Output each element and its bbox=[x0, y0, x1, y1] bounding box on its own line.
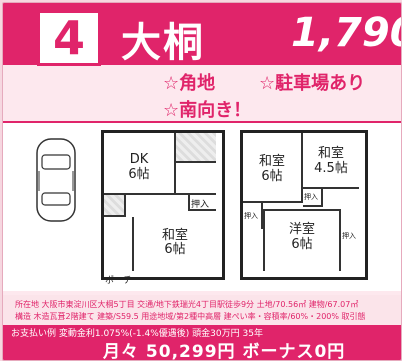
porch-label: ポーチ bbox=[105, 276, 133, 286]
washitsu-size: 6帖 bbox=[164, 242, 186, 257]
payment-monthly: 月々 50,299円 ボーナス0円 bbox=[103, 342, 346, 361]
room-washitsu: 和室 6帖 bbox=[132, 217, 216, 271]
lot-number: 4 bbox=[52, 11, 85, 65]
price: 1,790 bbox=[291, 10, 401, 56]
washroom bbox=[176, 163, 216, 195]
room2-label: 和室 bbox=[317, 146, 344, 161]
header-banner: 4 大桐 1,790 bbox=[3, 3, 401, 66]
room1-size: 6帖 bbox=[261, 169, 283, 184]
room3-size: 6帖 bbox=[291, 237, 313, 252]
room-dk: DK 6帖 bbox=[104, 133, 176, 195]
dk-size: 6帖 bbox=[128, 167, 150, 182]
storage-2f-a-label: 押入 bbox=[304, 193, 318, 201]
room2-size: 4.5帖 bbox=[314, 161, 348, 176]
divider bbox=[3, 121, 401, 123]
dk-label: DK bbox=[129, 152, 149, 167]
storage-2f-b-label: 押入 bbox=[244, 212, 258, 220]
storage-1f-label: 押入 bbox=[191, 200, 210, 210]
room-washitsu-6: 和室 6帖 bbox=[243, 133, 303, 203]
lot-number-badge: 4 bbox=[37, 10, 101, 66]
floor-plan: DK 6帖 押入 和室 6帖 ポーチ 和室 6帖 和室 4.5帖 bbox=[3, 123, 401, 291]
first-floor: DK 6帖 押入 和室 6帖 bbox=[101, 130, 225, 280]
room1-label: 和室 bbox=[258, 154, 285, 169]
payment-banner: お支払い例 変動金利1.075%(-1.4%優遇後) 頭金30万円 35年 月々… bbox=[3, 325, 401, 360]
area-name: 大桐 bbox=[121, 20, 205, 66]
storage-2f-c: 押入 bbox=[339, 209, 359, 271]
second-floor: 和室 6帖 和室 4.5帖 押入 押入 洋室 6帖 押入 bbox=[240, 130, 368, 280]
room3-label: 洋室 bbox=[288, 222, 315, 237]
stairs bbox=[104, 195, 126, 217]
washitsu-label: 和室 bbox=[161, 228, 188, 243]
feature-south-facing: ☆南向き！ bbox=[163, 100, 252, 121]
property-info-line2: 構造 木造瓦葺2階建て 建築/S59.5 用途地域/第2種中高層 建ぺい率・容積… bbox=[15, 312, 366, 321]
car-icon bbox=[36, 138, 76, 222]
property-info: 所在地 大阪市東淀川区大桐5丁目 交通/地下鉄瑞光4丁目駅徒歩9分 土地/70.… bbox=[3, 295, 401, 325]
room-washitsu-4-5: 和室 4.5帖 bbox=[303, 133, 359, 189]
storage-2f-b: 押入 bbox=[243, 203, 263, 229]
property-info-line1: 所在地 大阪市東淀川区大桐5丁目 交通/地下鉄瑞光4丁目駅徒歩9分 土地/70.… bbox=[15, 300, 359, 309]
bath bbox=[176, 133, 216, 163]
room-youshitsu: 洋室 6帖 bbox=[263, 209, 339, 271]
storage-2f-a: 押入 bbox=[303, 189, 323, 207]
feature-corner-lot: ☆角地 bbox=[163, 73, 216, 94]
storage-2f-c-label: 押入 bbox=[342, 232, 356, 240]
payment-example: お支払い例 変動金利1.075%(-1.4%優遇後) 頭金30万円 35年 bbox=[11, 329, 263, 339]
feature-parking: ☆駐車場あり bbox=[259, 73, 366, 94]
storage-1f: 押入 bbox=[188, 195, 216, 211]
